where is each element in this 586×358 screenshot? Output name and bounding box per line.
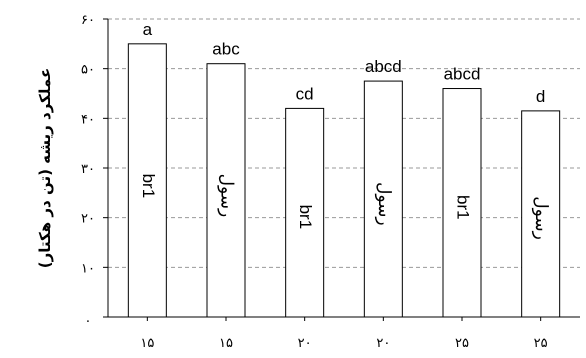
bar [206,63,246,318]
y-axis-ticks: . ۱۰ ۲۰ ۳۰ ۴۰ ۵۰ ۶۰ [81,13,108,326]
y-tick-label: ۳۰ [81,162,95,177]
y-tick-label: ۱۰ [81,261,95,276]
y-tick-label: ۵۰ [81,63,95,78]
x-tick-label: ۲۰ [298,336,312,351]
bar-label: رسول [374,182,394,226]
significance-letter: a [143,20,153,39]
y-tick-label: ۶۰ [81,13,95,28]
significance-letter: cd [296,84,314,103]
x-axis-ticks: ۱۵ ۱۵ ۲۰ ۲۰ ۲۵ ۲۵ [140,317,548,351]
bar-label: br1 [296,205,315,230]
bar-label: br1 [454,195,473,220]
bar [521,110,561,318]
x-tick-label: ۱۵ [219,336,233,351]
y-tick-label: ۲۰ [81,212,95,227]
x-tick-label: ۲۵ [455,336,469,351]
x-tick-label: ۱۵ [140,336,154,351]
bar-label: رسول [217,174,237,218]
y-tick-label: . [86,311,90,326]
grid-lines [108,18,580,268]
bar [442,88,482,318]
bar-label: رسول [531,196,551,240]
y-axis-label: عملکرد ریشه (تن در هکتار) [36,68,54,268]
significance-letter: d [536,87,545,106]
significance-letter: abcd [444,65,481,84]
bar-label: br1 [139,174,158,199]
bar [285,107,325,318]
significance-letter: abcd [365,57,402,76]
bar [127,43,167,318]
x-tick-label: ۲۵ [534,336,548,351]
y-tick-label: ۴۰ [81,112,95,127]
x-tick-label: ۲۰ [376,336,390,351]
significance-letter: abc [212,40,240,59]
